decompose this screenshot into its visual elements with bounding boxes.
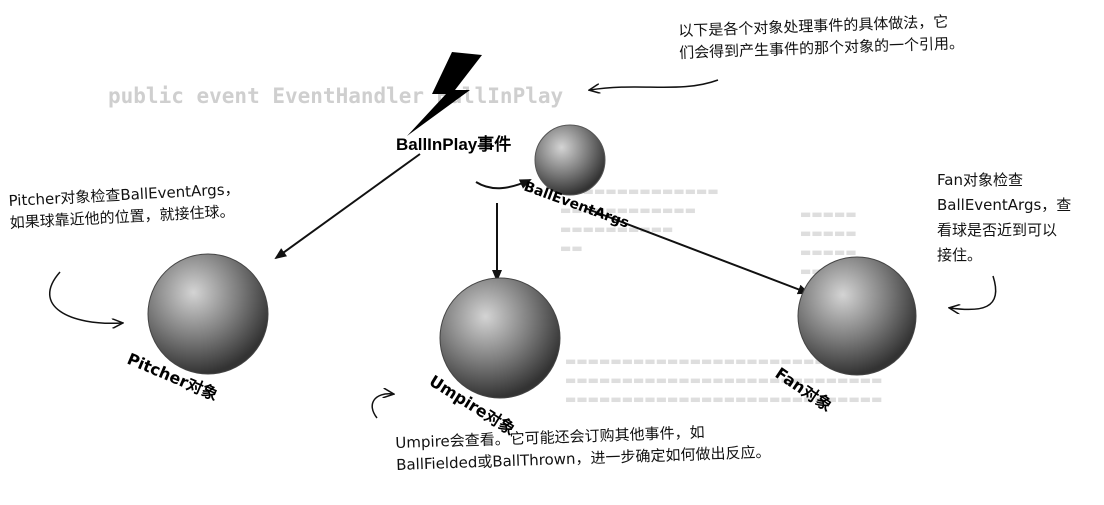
callout-arrow-fan — [950, 275, 997, 309]
event-label: BallInPlay事件 — [396, 134, 511, 154]
note-fan-line: Fan对象检查 — [937, 171, 1023, 189]
arrow-to-ballargs — [475, 179, 532, 190]
fan-sphere — [797, 256, 917, 376]
background-paragraph-mid: ▬▬▬▬▬▬▬▬▬▬▬▬▬▬▬▬▬▬▬▬▬▬▬▬▬▬▬▬▬▬▬▬▬▬▬▬▬▬ — [560, 184, 719, 255]
fan-label: Fan对象 — [772, 364, 836, 416]
umpire-sphere — [439, 277, 561, 399]
lightning-bolt-icon — [407, 52, 482, 136]
note-fan-line: 接住。 — [937, 246, 983, 264]
note-fan-line: BallEventArgs，查 — [937, 196, 1072, 214]
ballargs-sphere — [534, 124, 606, 196]
background-paragraph-bottom: ▬▬▬▬▬▬▬▬▬▬▬▬▬▬▬▬▬▬▬▬▬▬▬▬▬▬▬▬▬▬▬▬▬▬▬▬▬▬▬▬… — [565, 354, 883, 406]
note-fan: Fan对象检查 BallEventArgs，查 看球是否近到可以 接住。 — [937, 168, 1071, 268]
arrow-to-fan — [584, 207, 810, 295]
callout-arrow-pitcher — [48, 271, 122, 323]
callout-arrow-top — [590, 79, 719, 90]
note-fan-line: 看球是否近到可以 — [937, 221, 1058, 239]
background-code-line: public event EventHandler BallInPlay — [108, 84, 564, 108]
pitcher-sphere — [147, 253, 269, 375]
arrow-to-pitcher — [274, 153, 421, 260]
callout-arrow-umpire — [371, 394, 393, 419]
